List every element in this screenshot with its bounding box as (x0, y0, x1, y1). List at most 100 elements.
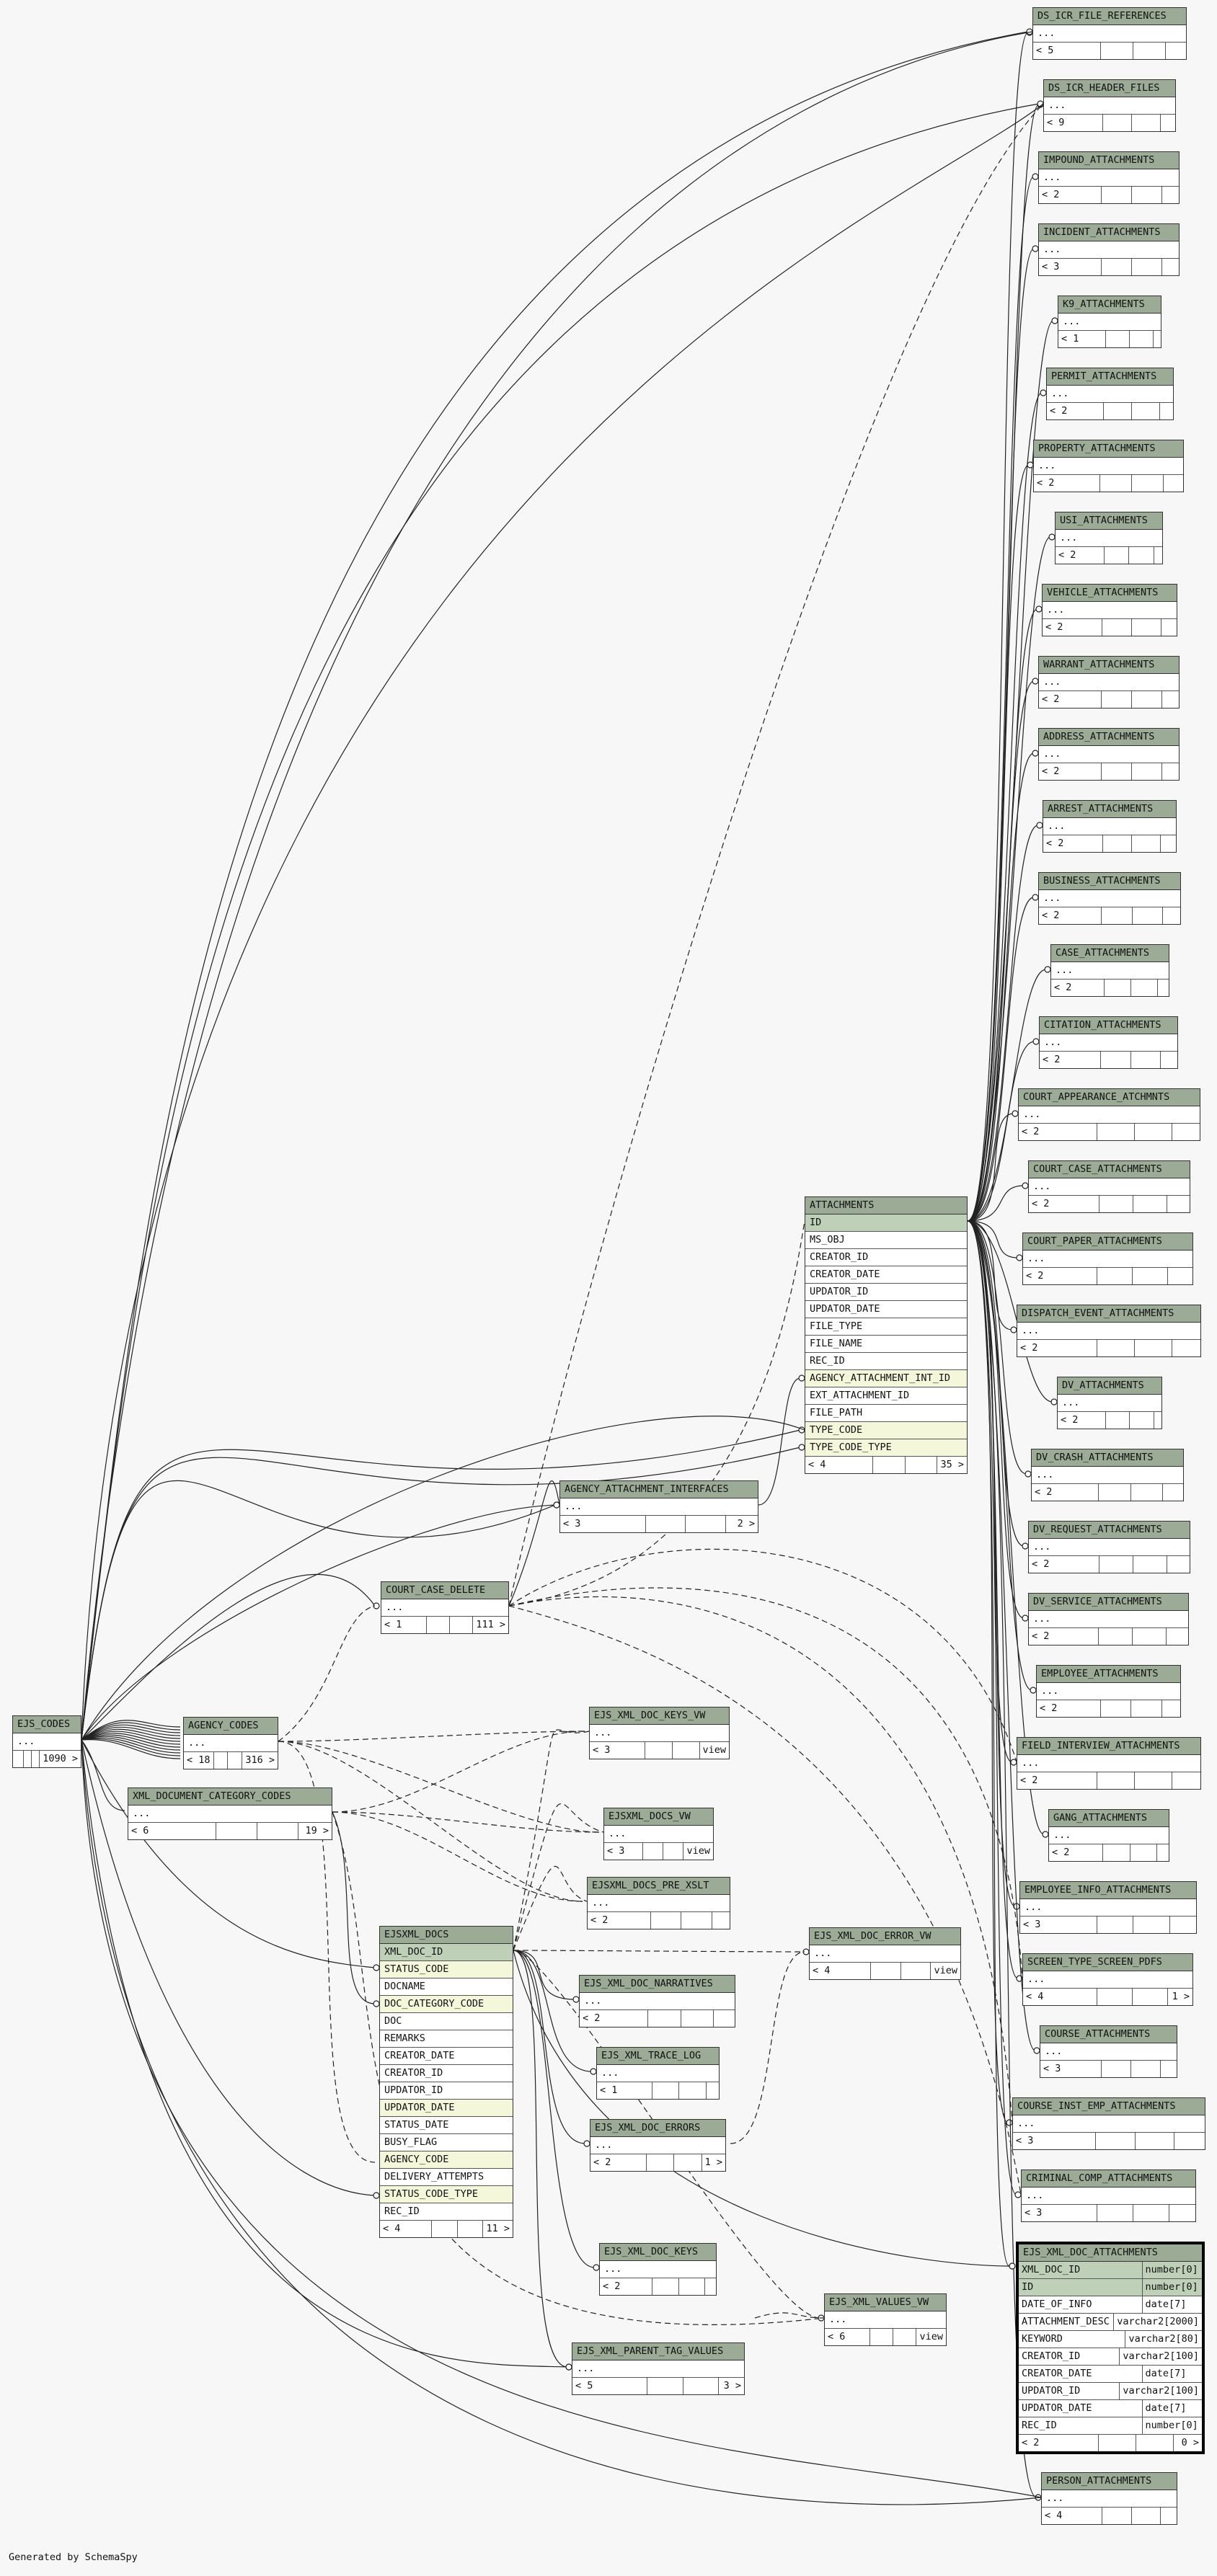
column-creator-date[interactable]: CREATOR_DATE (380, 2048, 513, 2065)
table-property_attachments[interactable]: PROPERTY_ATTACHMENTS...< 2 (1033, 440, 1184, 492)
table-business_attachments[interactable]: BUSINESS_ATTACHMENTS...< 2 (1038, 872, 1181, 925)
column-updator-id[interactable]: UPDATOR_ID (805, 1284, 967, 1301)
table-incident_attachments[interactable]: INCIDENT_ATTACHMENTS...< 3 (1038, 223, 1180, 276)
column-status-code[interactable]: STATUS_CODE (380, 1961, 513, 1978)
column-id[interactable]: ID (805, 1214, 967, 1232)
table-dispatch_event_attachments[interactable]: DISPATCH_EVENT_ATTACHMENTS...< 2 (1017, 1305, 1201, 1357)
column-creator-id[interactable]: CREATOR_ID (805, 1249, 967, 1266)
column-ms-obj[interactable]: MS_OBJ (805, 1232, 967, 1249)
footer-cell (1099, 1628, 1133, 1645)
table-vehicle_attachments[interactable]: VEHICLE_ATTACHMENTS...< 2 (1042, 584, 1177, 636)
column-updator-date[interactable]: UPDATOR_DATE (380, 2100, 513, 2117)
table-warrant_attachments[interactable]: WARRANT_ATTACHMENTS...< 2 (1038, 656, 1180, 709)
table-ejs_codes[interactable]: EJS_CODES...1090 > (12, 1715, 81, 1768)
table-ejs_xml_trace_log[interactable]: EJS_XML_TRACE_LOG...< 1 (596, 2047, 720, 2100)
column-agency-code[interactable]: AGENCY_CODE (380, 2151, 513, 2169)
column-type-code-type[interactable]: TYPE_CODE_TYPE (805, 1439, 967, 1457)
table-gang_attachments[interactable]: GANG_ATTACHMENTS...< 2 (1048, 1809, 1169, 1862)
table-court_appearance_atchmnts[interactable]: COURT_APPEARANCE_ATCHMNTS...< 2 (1018, 1088, 1200, 1141)
column-rec-id[interactable]: REC_ID (805, 1353, 967, 1370)
child-count: < 2 (1023, 1268, 1097, 1284)
table-criminal_comp_attachments[interactable]: CRIMINAL_COMP_ATTACHMENTS...< 3 (1021, 2169, 1196, 2222)
table-employee_info_attachments[interactable]: EMPLOYEE_INFO_ATTACHMENTS...< 3 (1019, 1881, 1197, 1934)
table-ds_icr_header_files[interactable]: DS_ICR_HEADER_FILES...< 9 (1043, 79, 1176, 132)
table-footer: < 3 (1040, 2061, 1177, 2077)
table-impound_attachments[interactable]: IMPOUND_ATTACHMENTS...< 2 (1038, 151, 1180, 204)
column-doc[interactable]: DOC (380, 2013, 513, 2030)
table-address_attachments[interactable]: ADDRESS_ATTACHMENTS...< 2 (1038, 728, 1180, 781)
column-file-path[interactable]: FILE_PATH (805, 1405, 967, 1422)
table-ejsxml_docs_pre_xslt[interactable]: EJSXML_DOCS_PRE_XSLT...< 2 (587, 1877, 730, 1929)
table-person_attachments[interactable]: PERSON_ATTACHMENTS...< 4 (1041, 2472, 1177, 2525)
table-citation_attachments[interactable]: CITATION_ATTACHMENTS...< 2 (1039, 1016, 1178, 1069)
column-file-type[interactable]: FILE_TYPE (805, 1318, 967, 1336)
footer-cell (1132, 115, 1161, 131)
table-header: ARREST_ATTACHMENTS (1043, 801, 1176, 818)
table-case_attachments[interactable]: CASE_ATTACHMENTS...< 2 (1050, 944, 1169, 997)
column-remarks[interactable]: REMARKS (380, 2030, 513, 2048)
column-creator-date[interactable]: CREATOR_DATE (805, 1266, 967, 1284)
column-creator-id[interactable]: CREATOR_ID (380, 2065, 513, 2082)
table-court_case_attachments[interactable]: COURT_CASE_ATTACHMENTS...< 2 (1028, 1160, 1190, 1213)
table-usi_attachments[interactable]: USI_ATTACHMENTS...< 2 (1055, 512, 1163, 564)
column-type-code[interactable]: TYPE_CODE (805, 1422, 967, 1439)
elided-columns-row: ... (1058, 1395, 1161, 1412)
table-dv_crash_attachments[interactable]: DV_CRASH_ATTACHMENTS...< 2 (1031, 1449, 1184, 1501)
column-status-date[interactable]: STATUS_DATE (380, 2117, 513, 2134)
table-k9_attachments[interactable]: K9_ATTACHMENTS...< 1 (1058, 296, 1161, 348)
table-permit_attachments[interactable]: PERMIT_ATTACHMENTS...< 2 (1046, 368, 1174, 420)
table-ejs_xml_doc_keys[interactable]: EJS_XML_DOC_KEYS...< 2 (599, 2243, 717, 2296)
column-delivery-attempts[interactable]: DELIVERY_ATTEMPTS (380, 2169, 513, 2186)
table-dv_service_attachments[interactable]: DV_SERVICE_ATTACHMENTS...< 2 (1028, 1593, 1189, 1645)
parent-count (1161, 115, 1175, 131)
errors-error-vw (730, 1951, 805, 2144)
column-doc-category-code[interactable]: DOC_CATEGORY_CODE (380, 1996, 513, 2013)
table-employee_attachments[interactable]: EMPLOYEE_ATTACHMENTS...< 2 (1036, 1665, 1181, 1718)
column-xml-doc-id[interactable]: XML_DOC_ID (380, 1944, 513, 1961)
table-court_paper_attachments[interactable]: COURT_PAPER_ATTACHMENTS...< 2 (1022, 1233, 1193, 1285)
table-course_attachments[interactable]: COURSE_ATTACHMENTS...< 3 (1040, 2025, 1177, 2078)
column-busy-flag[interactable]: BUSY_FLAG (380, 2134, 513, 2151)
table-course_inst_emp_attachments[interactable]: COURSE_INST_EMP_ATTACHMENTS...< 3 (1012, 2097, 1205, 2150)
column-rec-id[interactable]: REC_ID (380, 2203, 513, 2221)
footer-cell (645, 1742, 673, 1759)
child-count: < 9 (1044, 115, 1103, 131)
table-dv_attachments[interactable]: DV_ATTACHMENTS...< 2 (1057, 1377, 1162, 1429)
table-field_interview_attachments[interactable]: FIELD_INTERVIEW_ATTACHMENTS...< 2 (1017, 1737, 1201, 1790)
table-arrest_attachments[interactable]: ARREST_ATTACHMENTS...< 2 (1043, 800, 1177, 853)
table-ejs_xml_doc_narratives[interactable]: EJS_XML_DOC_NARRATIVES...< 2 (579, 1975, 735, 2028)
column-status-code-type[interactable]: STATUS_CODE_TYPE (380, 2186, 513, 2203)
column-updator-date[interactable]: UPDATOR_DATE (805, 1301, 967, 1318)
table-ds_icr_file_references[interactable]: DS_ICR_FILE_REFERENCES...< 5 (1032, 7, 1187, 60)
column-agency-attachment-int-id[interactable]: AGENCY_ATTACHMENT_INT_ID (805, 1370, 967, 1387)
column-updator-id[interactable]: UPDATOR_ID (380, 2082, 513, 2100)
column-file-name[interactable]: FILE_NAME (805, 1336, 967, 1353)
table-dv_request_attachments[interactable]: DV_REQUEST_ATTACHMENTS...< 2 (1028, 1521, 1190, 1573)
column-docname[interactable]: DOCNAME (380, 1978, 513, 1996)
column-ext-attachment-id[interactable]: EXT_ATTACHMENT_ID (805, 1387, 967, 1405)
